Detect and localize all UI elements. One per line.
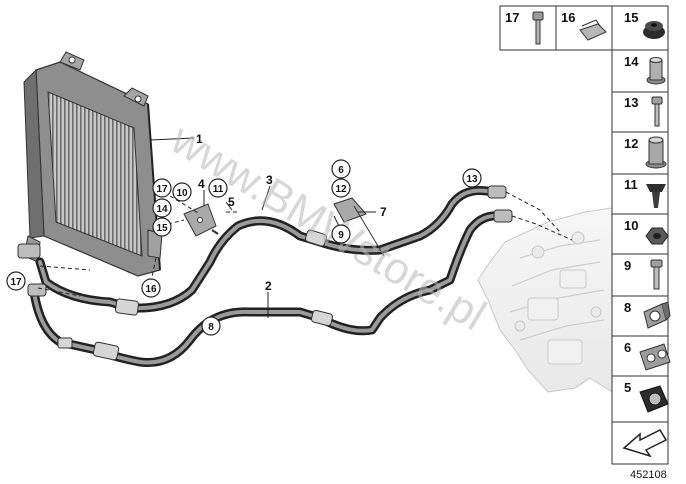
bolt-icon bbox=[532, 11, 544, 45]
expanding-rivet-icon bbox=[646, 184, 666, 208]
legend-number: 12 bbox=[624, 136, 638, 151]
holder-7 bbox=[333, 197, 385, 257]
callout-12: 12 bbox=[335, 184, 347, 195]
circle-callout-16: 16 bbox=[141, 278, 161, 298]
callout-9: 9 bbox=[338, 230, 344, 241]
callout-7: 7 bbox=[380, 205, 387, 219]
engine-block bbox=[477, 207, 613, 393]
spacer-bushing-icon bbox=[646, 57, 666, 85]
circle-callout-8: 8 bbox=[201, 316, 221, 336]
callout-layer: 1 2 3 4 5 7 6 12 9 8 10 11 bbox=[6, 132, 482, 336]
clip-nut-icon bbox=[579, 19, 607, 41]
callout-17: 17 bbox=[156, 184, 168, 195]
legend-number: 8 bbox=[624, 300, 631, 315]
legend-number: 13 bbox=[624, 95, 638, 110]
callout-8: 8 bbox=[208, 322, 214, 333]
legend-number: 16 bbox=[561, 10, 575, 25]
circle-callout-17-lower: 17 bbox=[6, 271, 26, 291]
legend-number: 14 bbox=[624, 54, 639, 69]
bolt-icon bbox=[650, 259, 663, 290]
callout-11: 11 bbox=[213, 184, 224, 195]
callout-14: 14 bbox=[156, 204, 168, 215]
pipe-clamp-icon bbox=[643, 301, 671, 329]
circle-callout-10: 10 bbox=[172, 182, 192, 202]
callout-16: 16 bbox=[145, 284, 157, 295]
circle-callout-9: 9 bbox=[331, 224, 351, 244]
rubber-mount-icon bbox=[639, 385, 669, 413]
callout-13: 13 bbox=[466, 174, 478, 185]
hex-nut-icon bbox=[645, 227, 669, 245]
callout-10: 10 bbox=[176, 188, 188, 199]
parts-legend: 17 16 15 1 bbox=[499, 5, 671, 481]
legend-number: 11 bbox=[624, 177, 638, 192]
circle-callout-14: 14 bbox=[152, 198, 172, 218]
legend-number: 9 bbox=[624, 258, 631, 273]
legend-number: 15 bbox=[624, 10, 638, 25]
threaded-bushing-icon bbox=[645, 136, 667, 169]
bracket-4 bbox=[183, 203, 219, 237]
callout-1: 1 bbox=[196, 132, 203, 146]
hose-fittings bbox=[17, 185, 513, 361]
legend-top-row: 17 16 bbox=[499, 5, 613, 51]
legend-number: 17 bbox=[505, 10, 519, 25]
circle-callout-13: 13 bbox=[462, 168, 482, 188]
circle-callout-6: 6 bbox=[331, 159, 351, 179]
diagram-id-number: 452108 bbox=[630, 469, 667, 481]
callout-4: 4 bbox=[198, 177, 205, 191]
circle-callout-12: 12 bbox=[331, 178, 351, 198]
callout-17: 17 bbox=[10, 277, 22, 288]
callout-5: 5 bbox=[228, 195, 235, 209]
callout-2: 2 bbox=[265, 279, 272, 293]
legend-number: 5 bbox=[624, 380, 631, 395]
legend-column: 15 14 13 12 11 10 9 8 6 5 bbox=[611, 5, 671, 465]
oil-cooler bbox=[23, 51, 163, 277]
grommet-icon bbox=[643, 21, 665, 39]
circle-callout-17-upper: 17 bbox=[152, 178, 172, 198]
callout-3: 3 bbox=[266, 173, 273, 187]
direction-arrow-icon bbox=[622, 429, 668, 458]
callout-6: 6 bbox=[338, 165, 344, 176]
callout-15: 15 bbox=[156, 223, 168, 234]
double-clamp-icon bbox=[639, 343, 671, 371]
bolt-icon bbox=[651, 96, 663, 127]
legend-number: 6 bbox=[624, 340, 631, 355]
circle-callout-11: 11 bbox=[208, 178, 228, 198]
legend-number: 10 bbox=[624, 218, 638, 233]
circle-callout-15: 15 bbox=[152, 217, 172, 237]
